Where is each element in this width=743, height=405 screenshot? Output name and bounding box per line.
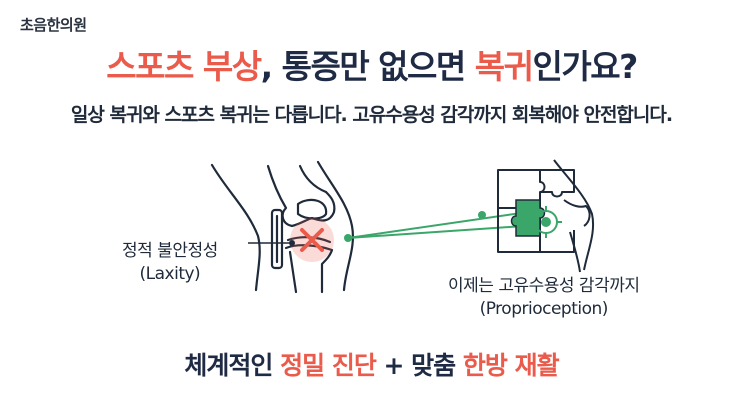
bottom-accent-diagnosis: 정밀 진단 (280, 351, 377, 380)
left-label-line1: 정적 불안정성 (122, 241, 218, 261)
puzzle-icon (497, 159, 594, 273)
title-text: , 통증만 없으면 (260, 47, 475, 86)
bottom-accent-rehab: 한방 재활 (462, 351, 560, 380)
subtitle: 일상 복귀와 스포츠 복귀는 다릅니다. 고유수용성 감각까지 회복해야 안전합… (70, 104, 673, 126)
right-label-line1: 이제는 고유수용성 감각까지 (448, 276, 640, 296)
right-label: 이제는 고유수용성 감각까지 (Proprioception) (448, 275, 640, 321)
page-title: 스포츠 부상, 통증만 없으면 복귀인가요? (0, 40, 743, 88)
title-accent-injury: 스포츠 부상 (106, 47, 262, 86)
left-pointer-dot (289, 240, 295, 246)
connector-line-top (347, 211, 529, 239)
bottom-tagline: 체계적인 정밀 진단 + 맞춤 한방 재활 (0, 346, 743, 382)
knee-joint-icon (210, 160, 354, 294)
target-icon (530, 206, 562, 238)
connector-dot-right (478, 211, 486, 219)
brand-name: 초음한의원 (20, 16, 87, 34)
left-label: 정적 불안정성 (Laxity) (122, 240, 218, 286)
bottom-text-1: 체계적인 (184, 351, 281, 380)
right-label-line2: (Proprioception) (479, 299, 609, 319)
connector-line-bottom (347, 225, 525, 239)
title-text-end: 인가요? (532, 47, 638, 86)
connector-dot-left (344, 234, 352, 242)
title-accent-return: 복귀 (474, 47, 534, 86)
x-mark-icon (300, 228, 324, 252)
left-label-line2: (Laxity) (139, 264, 201, 284)
bottom-text-2: + 맞춤 (375, 351, 463, 380)
